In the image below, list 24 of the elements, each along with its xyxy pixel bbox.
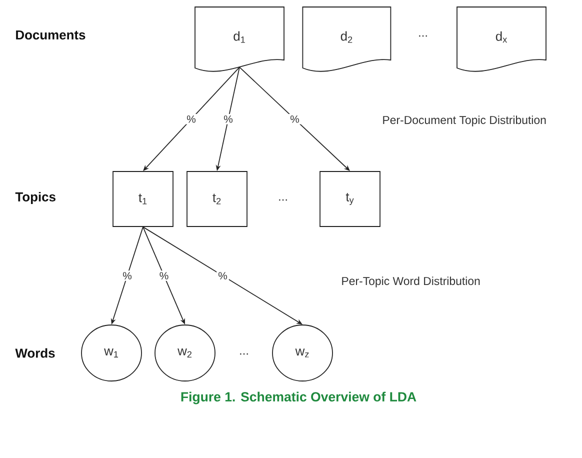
row-label: Documents xyxy=(16,30,86,40)
edge-label: % xyxy=(158,270,170,281)
document-box: d$_{x}$ xyxy=(456,6,546,72)
row-label: Topics xyxy=(15,192,56,204)
ellipsis: ... xyxy=(419,35,427,37)
document-box: d$_{2}$ xyxy=(302,6,392,72)
edge-label: % xyxy=(288,114,301,124)
row-label: Words xyxy=(15,348,55,358)
square-box: t$_{y}$ xyxy=(320,171,380,227)
circle-node: w$_{z}$ xyxy=(272,324,333,382)
edge-label: % xyxy=(216,270,229,281)
ellipsis: ... xyxy=(279,199,287,201)
document-box: d$_{1}$ xyxy=(194,6,284,72)
annotation-label: Per-Document Topic Distribution xyxy=(383,116,546,126)
caption: Figure 1. Schematic Overview of LDA xyxy=(181,392,416,404)
edge-label: % xyxy=(185,114,198,124)
square-box: t$_{1}$ xyxy=(112,171,174,227)
annotation-label: Per-Topic Word Distribution xyxy=(342,276,480,288)
square-box: t$_{2}$ xyxy=(186,171,248,227)
circle-node: w$_{1}$ xyxy=(81,324,142,382)
ellipsis: ... xyxy=(240,353,248,355)
edge-label: % xyxy=(121,270,134,281)
circle-node: w$_{2}$ xyxy=(154,324,216,382)
edge-label: % xyxy=(222,114,234,124)
